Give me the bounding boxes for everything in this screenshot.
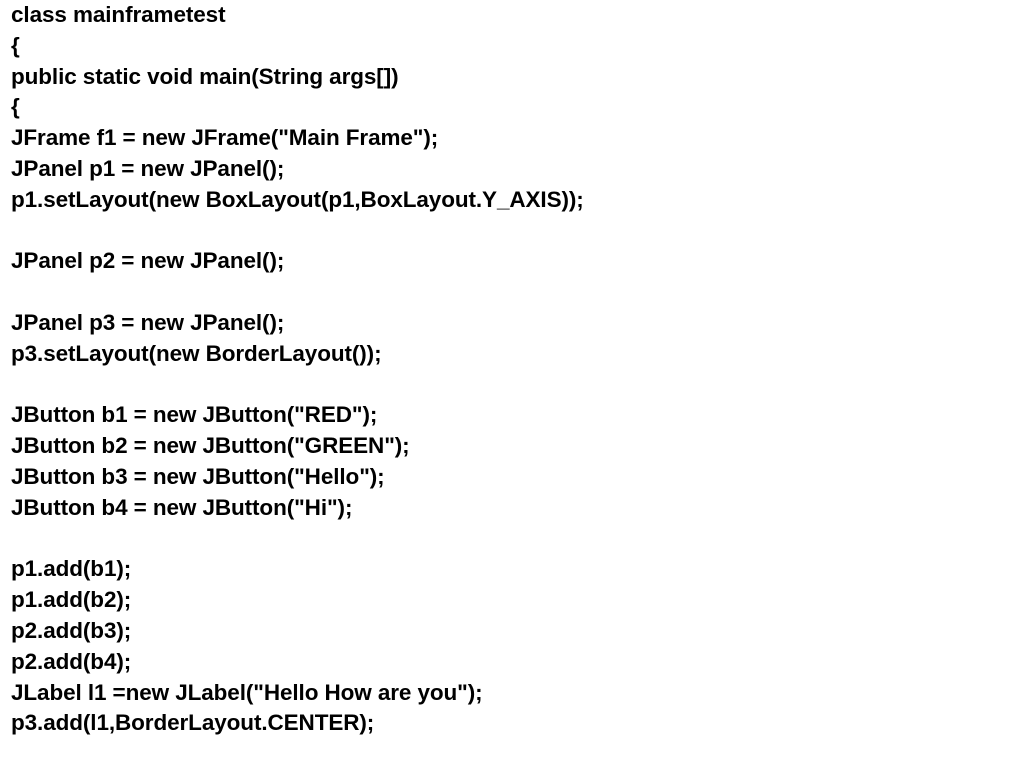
code-line: p1.add(b1); <box>11 556 132 582</box>
code-line-blank <box>11 524 584 555</box>
code-line-blank <box>11 277 584 308</box>
code-line-blank <box>11 370 584 401</box>
code-line: JButton b3 = new JButton("Hello"); <box>11 463 385 489</box>
code-line: { <box>11 32 20 58</box>
code-line: p3.add(l1,BorderLayout.CENTER); <box>11 710 375 736</box>
code-line: p2.add(b4); <box>11 648 132 674</box>
code-line: JButton b4 = new JButton("Hi"); <box>11 494 353 520</box>
code-line: p1.add(b2); <box>11 587 132 613</box>
code-line: p2.add(b3); <box>11 617 132 643</box>
code-listing: class mainframetest { public static void… <box>11 0 584 739</box>
code-line: JFrame f1 = new JFrame("Main Frame"); <box>11 125 439 151</box>
code-line: JLabel l1 =new JLabel("Hello How are you… <box>11 679 483 705</box>
code-line: JPanel p1 = new JPanel(); <box>11 155 285 181</box>
code-line: class mainframetest <box>11 2 226 27</box>
code-line: public static void main(String args[]) <box>11 63 399 89</box>
code-line: p3.setLayout(new BorderLayout()); <box>11 340 382 366</box>
code-line: JButton b1 = new JButton("RED"); <box>11 402 378 428</box>
code-line: { <box>11 94 20 120</box>
code-line: JButton b2 = new JButton("GREEN"); <box>11 433 410 459</box>
code-line: JPanel p3 = new JPanel(); <box>11 309 285 335</box>
code-line-blank <box>11 216 584 247</box>
code-line: JPanel p2 = new JPanel(); <box>11 248 285 274</box>
code-line: p1.setLayout(new BoxLayout(p1,BoxLayout.… <box>11 186 584 212</box>
